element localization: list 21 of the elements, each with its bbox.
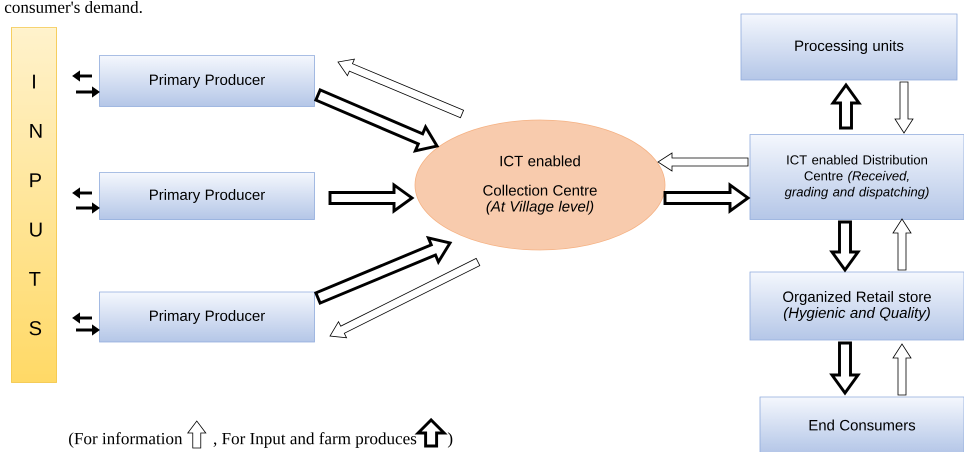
process-box: Organized Retail store (Hygienic and Quality) (750, 272, 964, 340)
process-box: Primary Producer (99, 172, 315, 220)
legend-text: (For information (69, 432, 182, 448)
block-arrow (328, 182, 415, 214)
process-box: End Consumers (760, 396, 964, 452)
process-box: ICT enabled Distribution Centre (Received, grading and dispatching) (750, 134, 964, 220)
block-arrow (892, 218, 912, 270)
inputs-bar: I N P U T S (11, 27, 57, 383)
note-text: consumer's demand. (4, 0, 142, 14)
block-arrow (829, 220, 861, 272)
block-arrow (892, 343, 912, 396)
block-arrow (664, 182, 750, 214)
block-arrow (894, 82, 914, 134)
block-arrow (830, 82, 862, 130)
process-box: Primary Producer (99, 55, 315, 107)
note-text: ) (448, 432, 452, 448)
block-arrow (657, 152, 748, 172)
process-box: Processing units (740, 14, 958, 80)
legend-text: , For Input and farm produces (214, 432, 416, 448)
process-box: Primary Producer (99, 292, 315, 342)
block-arrow (829, 342, 861, 396)
